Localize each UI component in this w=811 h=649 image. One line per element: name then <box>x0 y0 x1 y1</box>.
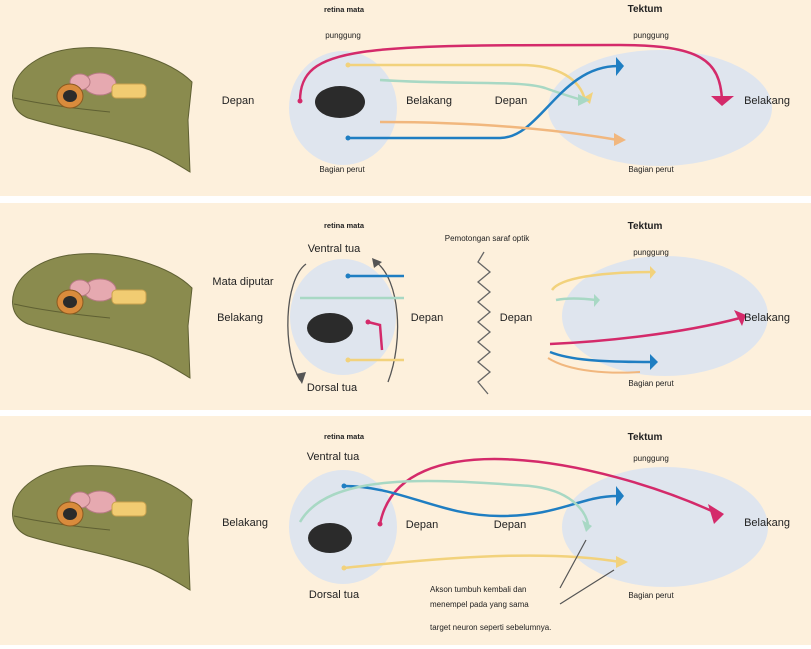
frog-head-icon <box>12 253 193 379</box>
front-label: Depan <box>495 95 527 107</box>
axon-mint <box>555 297 597 302</box>
axon-magenta <box>378 457 715 525</box>
frog-head-icon <box>12 47 193 173</box>
back-label: Belakang <box>217 312 263 324</box>
front-label: Depan <box>411 312 443 324</box>
lens-icon <box>315 86 365 118</box>
note-line-2: menempel pada yang sama <box>430 600 529 609</box>
synapse-magenta <box>711 96 734 106</box>
frog-head-icon <box>12 465 193 591</box>
dorsal-label: punggung <box>325 31 361 40</box>
back-label: Belakang <box>744 517 790 529</box>
panel-2-art: retina mata Tektum Ventral tua Mata dipu… <box>12 221 790 395</box>
tectum-oval <box>562 256 768 376</box>
ventral-label: Bagian perut <box>628 165 674 174</box>
note-line-1: Akson tumbuh kembali dan <box>430 585 527 594</box>
retina-label: retina mata <box>324 5 365 14</box>
dorsal-old-label: Dorsal tua <box>307 382 358 394</box>
dorsal-label: punggung <box>633 31 669 40</box>
axon-yellow <box>343 554 621 570</box>
synapse-blue <box>616 57 624 76</box>
nerve-cut-label: Pemotongan saraf optik <box>445 234 530 243</box>
tectum-label: Tektum <box>628 432 663 443</box>
synapse-magenta <box>708 504 724 524</box>
front-label: Depan <box>494 519 526 531</box>
front-label: Depan <box>406 519 438 531</box>
front-label: Depan <box>222 95 254 107</box>
back-label: Belakang <box>744 95 790 107</box>
note-line-3: target neuron seperti sebelumnya. <box>430 623 551 632</box>
ventral-label: Bagian perut <box>628 591 674 600</box>
axon-magenta <box>549 316 741 346</box>
pointer-line <box>559 569 615 605</box>
ventral-label: Bagian perut <box>319 165 365 174</box>
back-label: Belakang <box>406 95 452 107</box>
axon-magenta <box>298 43 724 102</box>
lens-icon <box>308 523 352 553</box>
synapse-magenta <box>734 310 746 326</box>
dorsal-label: punggung <box>633 248 669 257</box>
synapse-blue <box>650 354 658 370</box>
axon-yellow <box>550 270 653 291</box>
rotation-arrow-left <box>287 263 307 381</box>
dorsal-old-label: Dorsal tua <box>309 589 360 601</box>
ventral-label: Bagian perut <box>628 379 674 388</box>
axon-mint <box>379 78 583 102</box>
tectum-oval <box>548 50 772 166</box>
nerve-cut-icon <box>476 251 492 395</box>
panel-1-art: retina mata Tektum punggung punggung Dep… <box>12 4 790 174</box>
axon-blue <box>549 350 653 364</box>
dorsal-label: punggung <box>633 454 669 463</box>
tectum-oval <box>562 467 768 587</box>
back-label: Belakang <box>222 517 268 529</box>
tectum-label: Tektum <box>628 4 663 15</box>
panel-3-art: retina mata Tektum Ventral tua punggung … <box>12 432 790 632</box>
lens-icon <box>307 313 353 343</box>
axon-yellow <box>348 63 587 101</box>
rotation-arrow-right <box>375 261 399 383</box>
retina-label: retina mata <box>324 221 365 230</box>
axon-orange <box>547 357 641 374</box>
synapse-blue <box>616 486 624 506</box>
eye-rotated-label: Mata diputar <box>212 276 273 288</box>
ventral-old-label: Ventral tua <box>307 451 360 463</box>
ventral-old-label: Ventral tua <box>308 243 361 255</box>
axon-mint <box>298 479 590 525</box>
axon-blue <box>348 64 619 140</box>
axon-blue <box>343 484 619 518</box>
retina-label: retina mata <box>324 432 365 441</box>
front-label: Depan <box>500 312 532 324</box>
axon-orange <box>379 120 619 142</box>
tectum-label: Tektum <box>628 221 663 232</box>
pointer-line <box>559 539 587 589</box>
back-label: Belakang <box>744 312 790 324</box>
axon-magenta <box>367 320 384 351</box>
